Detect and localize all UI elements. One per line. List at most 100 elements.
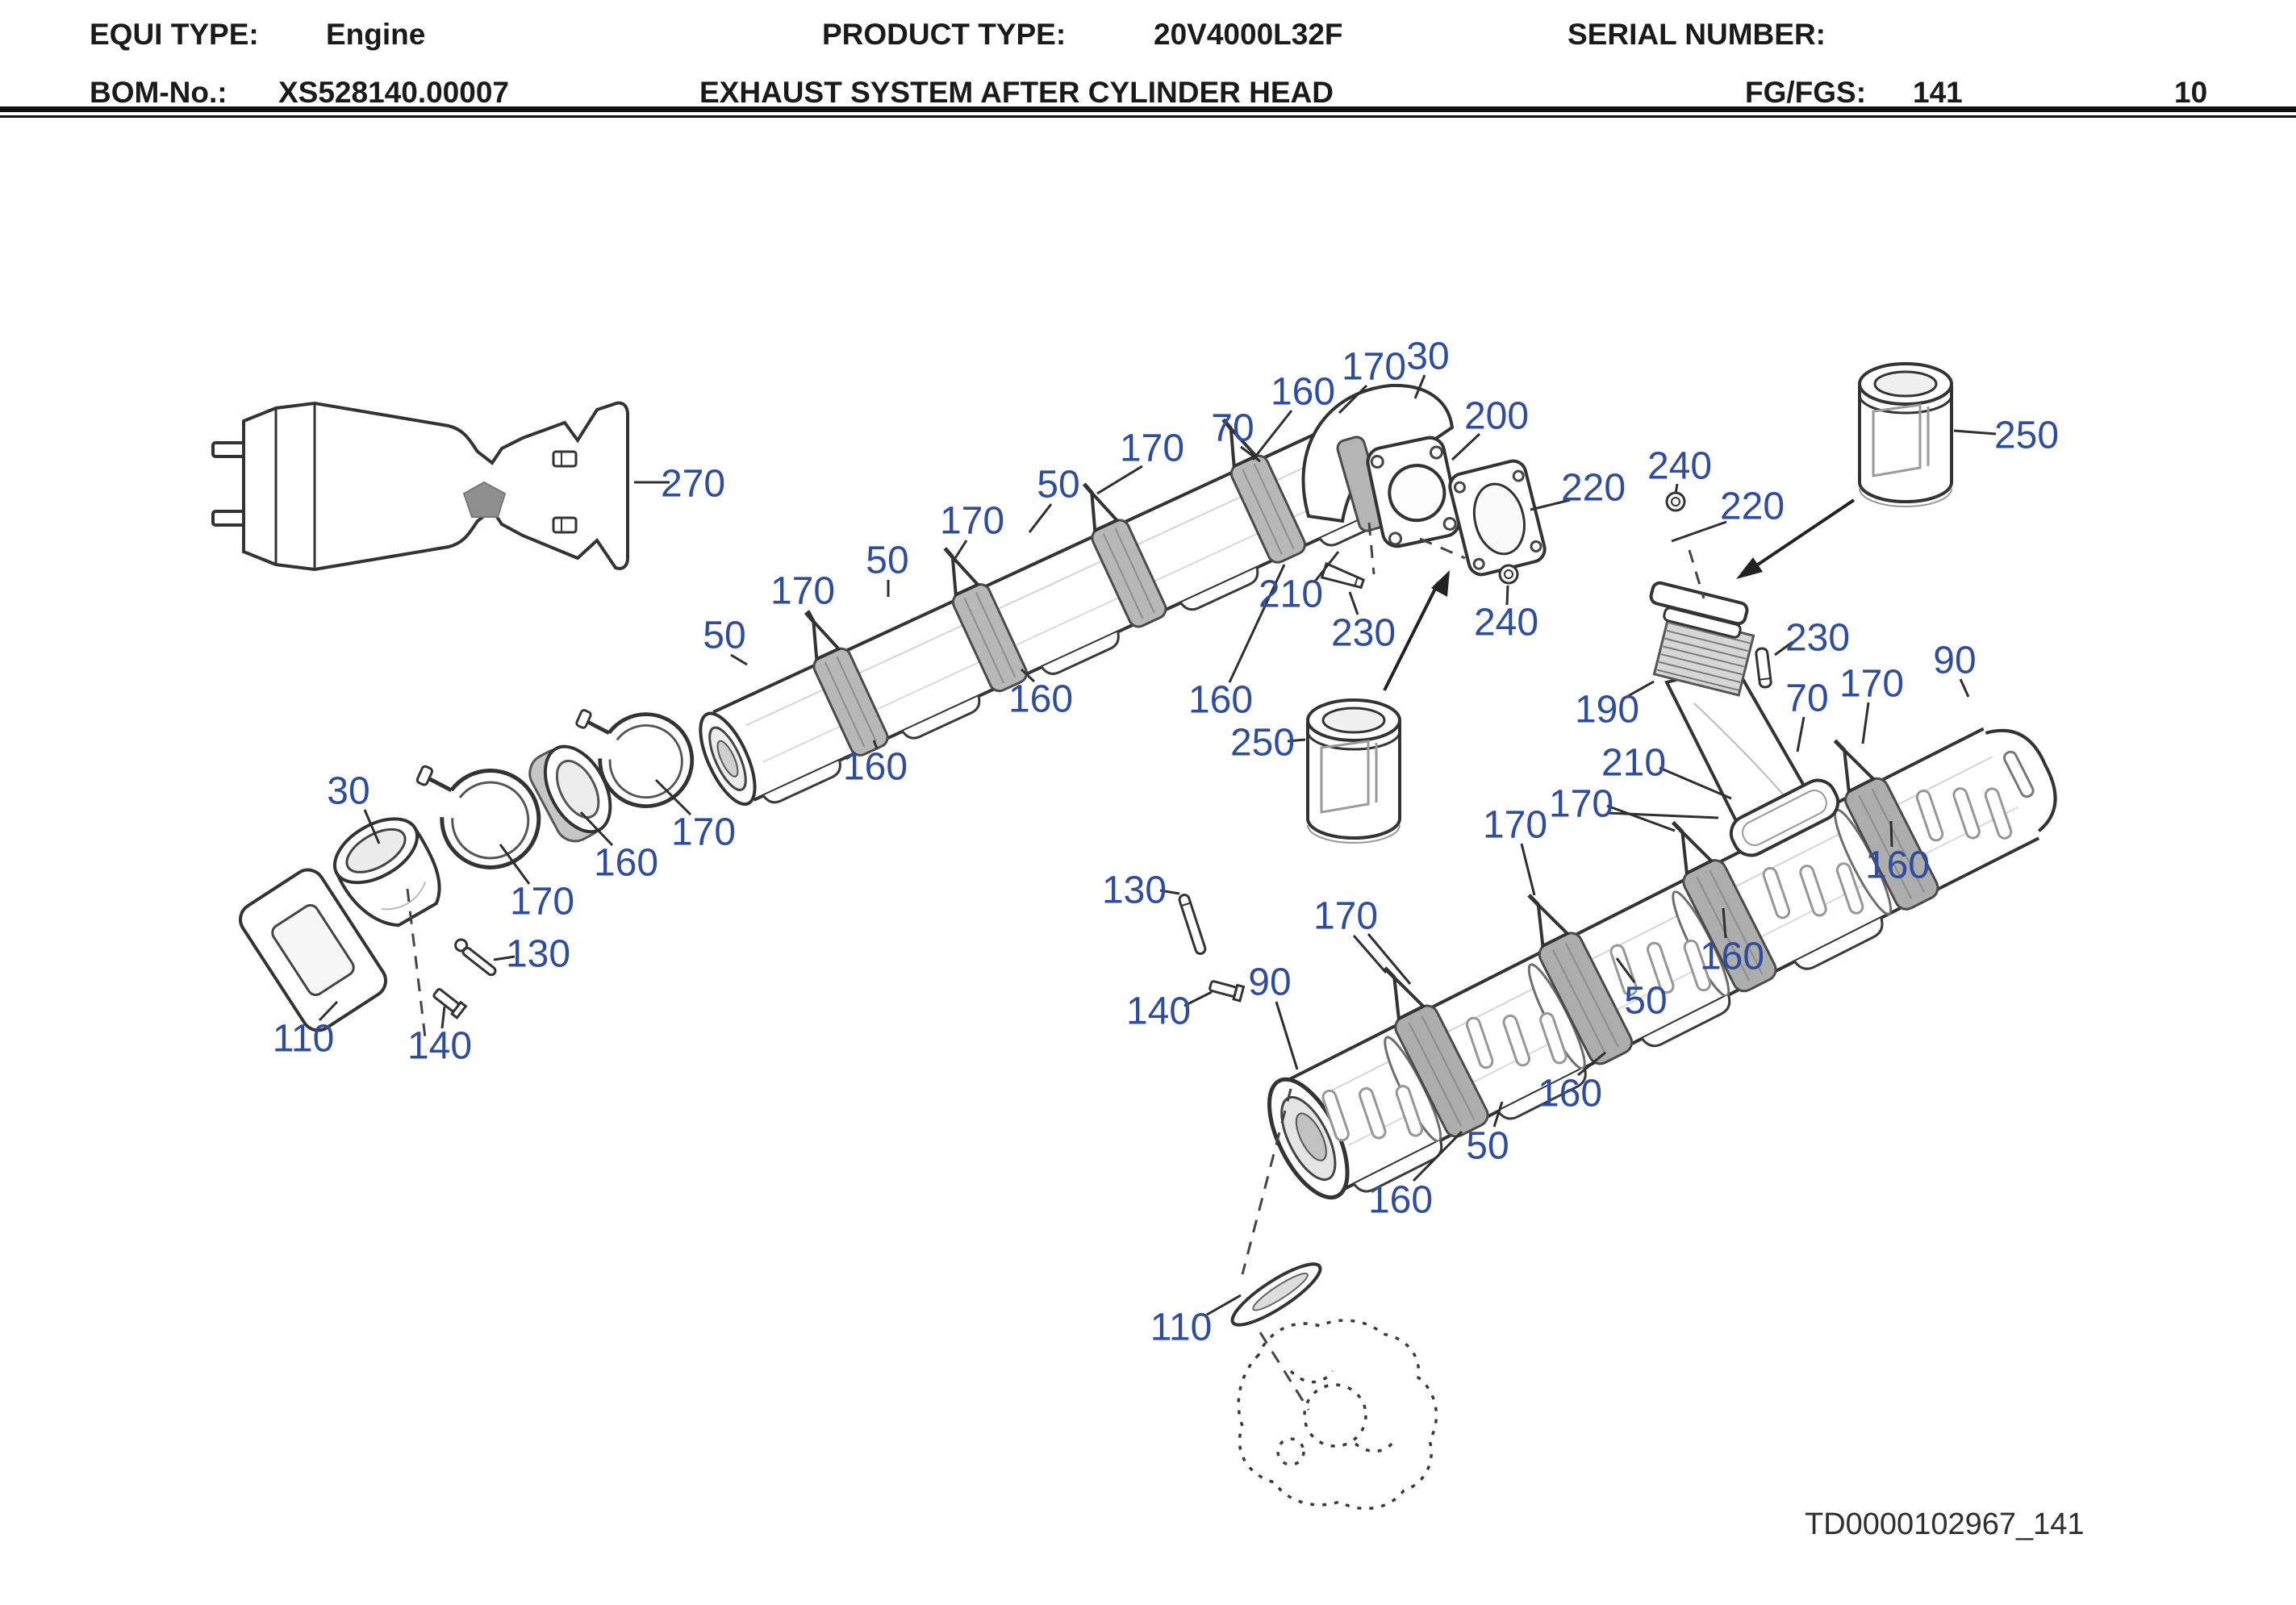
callout-140: 140 [407,1025,472,1068]
leader-line-110 [318,1000,339,1022]
callout-110: 110 [273,1018,335,1061]
clamp-bolt-tab [797,607,839,659]
leader-line-160 [1228,564,1286,683]
leader-line-70 [1796,716,1805,752]
leader-line-170 [1367,933,1412,985]
clamp-bolt-tab [1520,887,1568,945]
clamp-bolt-tab [936,542,978,594]
leader-line-50 [730,653,748,666]
leader-line-240 [1505,585,1509,606]
bolt-230-right [1755,647,1772,689]
callout-50: 50 [703,615,745,657]
callout-170: 170 [1483,804,1547,847]
gasket-220-upper [1448,459,1547,577]
clamp-bolt-tab [1826,733,1873,791]
leader-line-240 [1674,483,1679,494]
clamp-bolt-tab [1664,815,1711,873]
callout-170: 170 [1120,427,1184,470]
callout-250: 250 [1230,722,1295,765]
callout-240: 240 [1474,602,1538,644]
equi-type-label: EQUI TYPE: [90,18,259,51]
callout-70: 70 [1785,677,1828,720]
leader-line-110 [1206,1294,1242,1316]
leader-line-30 [1413,374,1426,399]
callout-160: 160 [594,842,658,885]
leader-line-160 [1020,668,1036,683]
assembly-dashed-lines [406,522,1705,1411]
callout-50: 50 [1624,980,1667,1023]
header-rule-thick [0,106,2296,112]
leader-line-170 [1338,384,1368,415]
leader-line-30 [363,809,381,844]
sealant-arrow-left [1383,570,1450,691]
leader-line-160 [872,740,879,749]
bolt-230-upper [1320,561,1366,590]
callout-270: 270 [661,463,725,506]
leader-line-50 [1028,503,1053,533]
callout-240: 240 [1647,445,1712,488]
callout-90: 90 [1933,640,1976,682]
lower-manifold [1267,727,2057,1200]
callout-50: 50 [866,540,908,582]
drawing-number: TD0000102967_141 [1805,1507,2085,1541]
leader-line-200 [1451,432,1481,461]
flange-face [1366,436,1461,548]
callout-160: 160 [1700,936,1764,978]
leader-line-90 [1959,678,1970,698]
leader-line-140 [1183,990,1213,1007]
callout-160: 160 [1188,679,1253,722]
leader-line-170 [954,540,968,559]
callout-170: 170 [770,570,835,613]
header-rule-thin [0,115,2296,118]
callout-160: 160 [1008,678,1073,721]
callout-130: 130 [506,933,570,976]
leader-line-230 [1348,591,1359,615]
callout-140: 140 [1126,990,1191,1033]
bom-value: XS528140.00007 [278,76,509,109]
callout-160: 160 [843,746,908,789]
bellows-riser [1649,581,1840,857]
leader-line-210 [1659,766,1732,800]
callout-190: 190 [1575,689,1639,732]
callout-160: 160 [1368,1179,1433,1222]
elbow-flange-200 [1301,383,1461,548]
leader-line-220 [1530,498,1571,511]
callout-50: 50 [1466,1125,1509,1168]
callout-220: 220 [1720,486,1785,528]
leader-line-170 [654,778,692,816]
leader-line-170 [807,610,816,623]
pentagon-mark [462,481,507,518]
callout-30: 30 [327,770,369,813]
leader-line-130 [493,955,516,961]
leader-line-250 [1287,738,1306,743]
leader-line-160 [1577,1051,1606,1077]
callout-230: 230 [1785,617,1850,660]
callout-220: 220 [1561,467,1626,510]
bolt-140-left [432,988,468,1019]
callout-170: 170 [671,811,736,854]
leader-line-170 [1606,804,1676,832]
nut-240-upper [1665,491,1686,512]
collar-ring-160 [528,744,612,843]
callout-170: 170 [1839,663,1904,706]
leader-line-160 [1412,1130,1463,1182]
leader-line-160 [1251,410,1293,461]
callout-170: 170 [940,500,1004,543]
leader-line-230 [1774,640,1793,657]
callout-90: 90 [1248,961,1291,1004]
callout-170: 170 [1342,346,1406,389]
leader-line-170 [1352,935,1388,973]
callout-30: 30 [1406,336,1449,378]
sealant-arrow-right [1736,498,1856,579]
callout-170: 170 [1549,783,1613,826]
gasket-110-left [239,868,387,1032]
bracket-270 [211,401,629,572]
page-title: EXHAUST SYSTEM AFTER CYLINDER HEAD [699,76,1334,109]
leader-line-170 [1861,702,1870,744]
leader-line-90 [1275,1001,1299,1070]
leader-line-160 [579,811,614,847]
callout-160: 160 [1865,844,1930,887]
elbow-stub-30 [332,817,441,928]
